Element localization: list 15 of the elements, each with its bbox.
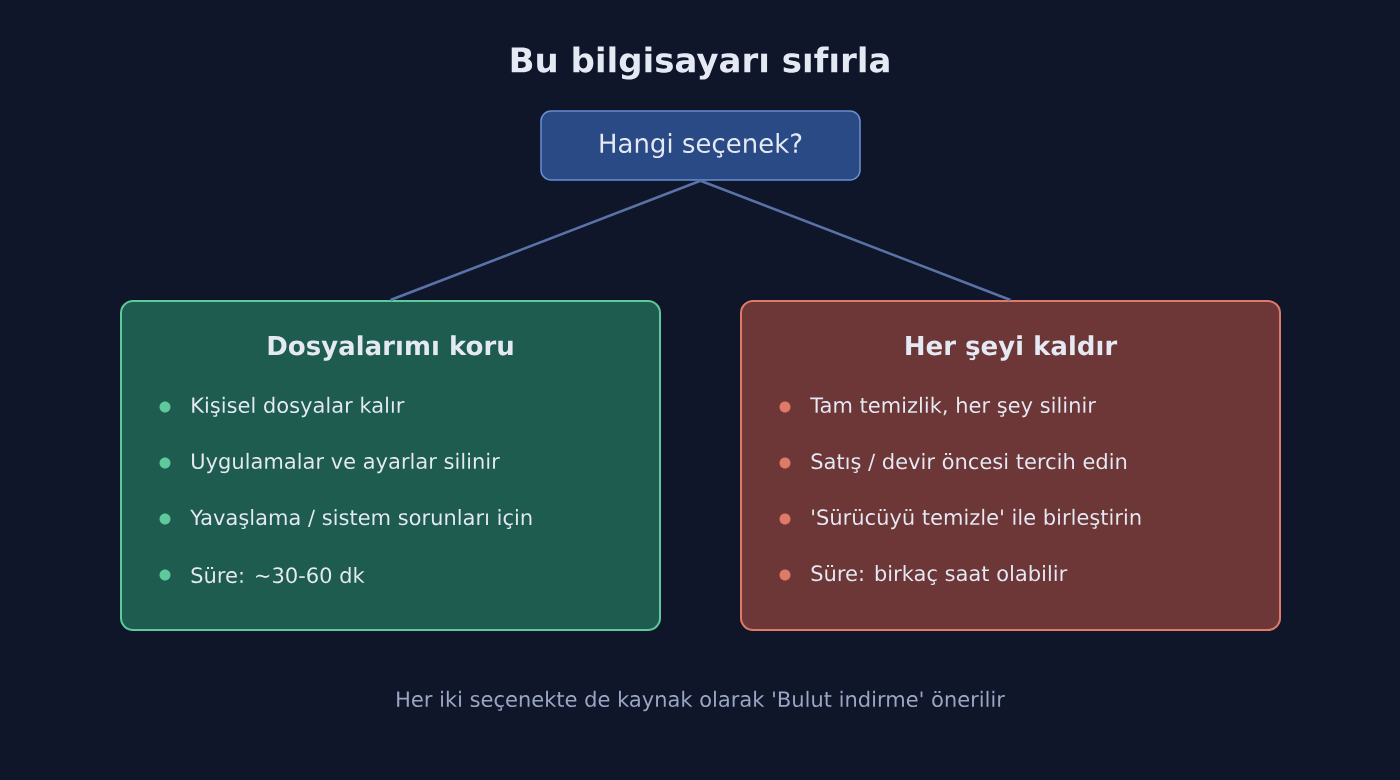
- caption: Her iki seçenekte de kaynak olarak 'Bulut indirme' önerilir: [397, 690, 1005, 712]
- bullet-text: Süre: birkaç saat olabilir: [811, 565, 1068, 585]
- bullet-text: 'Sürücüyü temizle' ile birleştirin: [812, 508, 1141, 530]
- question-box: Hangi seçenek?: [540, 110, 861, 181]
- bullet-text: Tam temizlik, her şey silinir: [810, 396, 1096, 418]
- card-heading: Her şeyi kaldır: [906, 335, 1118, 361]
- connector-line: [700, 179, 1011, 302]
- bullet-text: Uygulamalar ve ayarlar silinir: [192, 452, 500, 474]
- connector-line: [390, 179, 701, 302]
- bullet-text: Kişisel dosyalar kalır: [192, 396, 405, 418]
- bullet-text: Satış / devir öncesi tercih edin: [811, 453, 1127, 473]
- bullet-text: Süre: ~30-60 dk: [191, 566, 365, 584]
- card-heading: Dosyalarımı koru: [268, 335, 513, 361]
- title: Bu bilgisayarı sıfırla: [511, 46, 889, 80]
- bullet-text: Yavaşlama / sistem sorunları için: [190, 509, 532, 529]
